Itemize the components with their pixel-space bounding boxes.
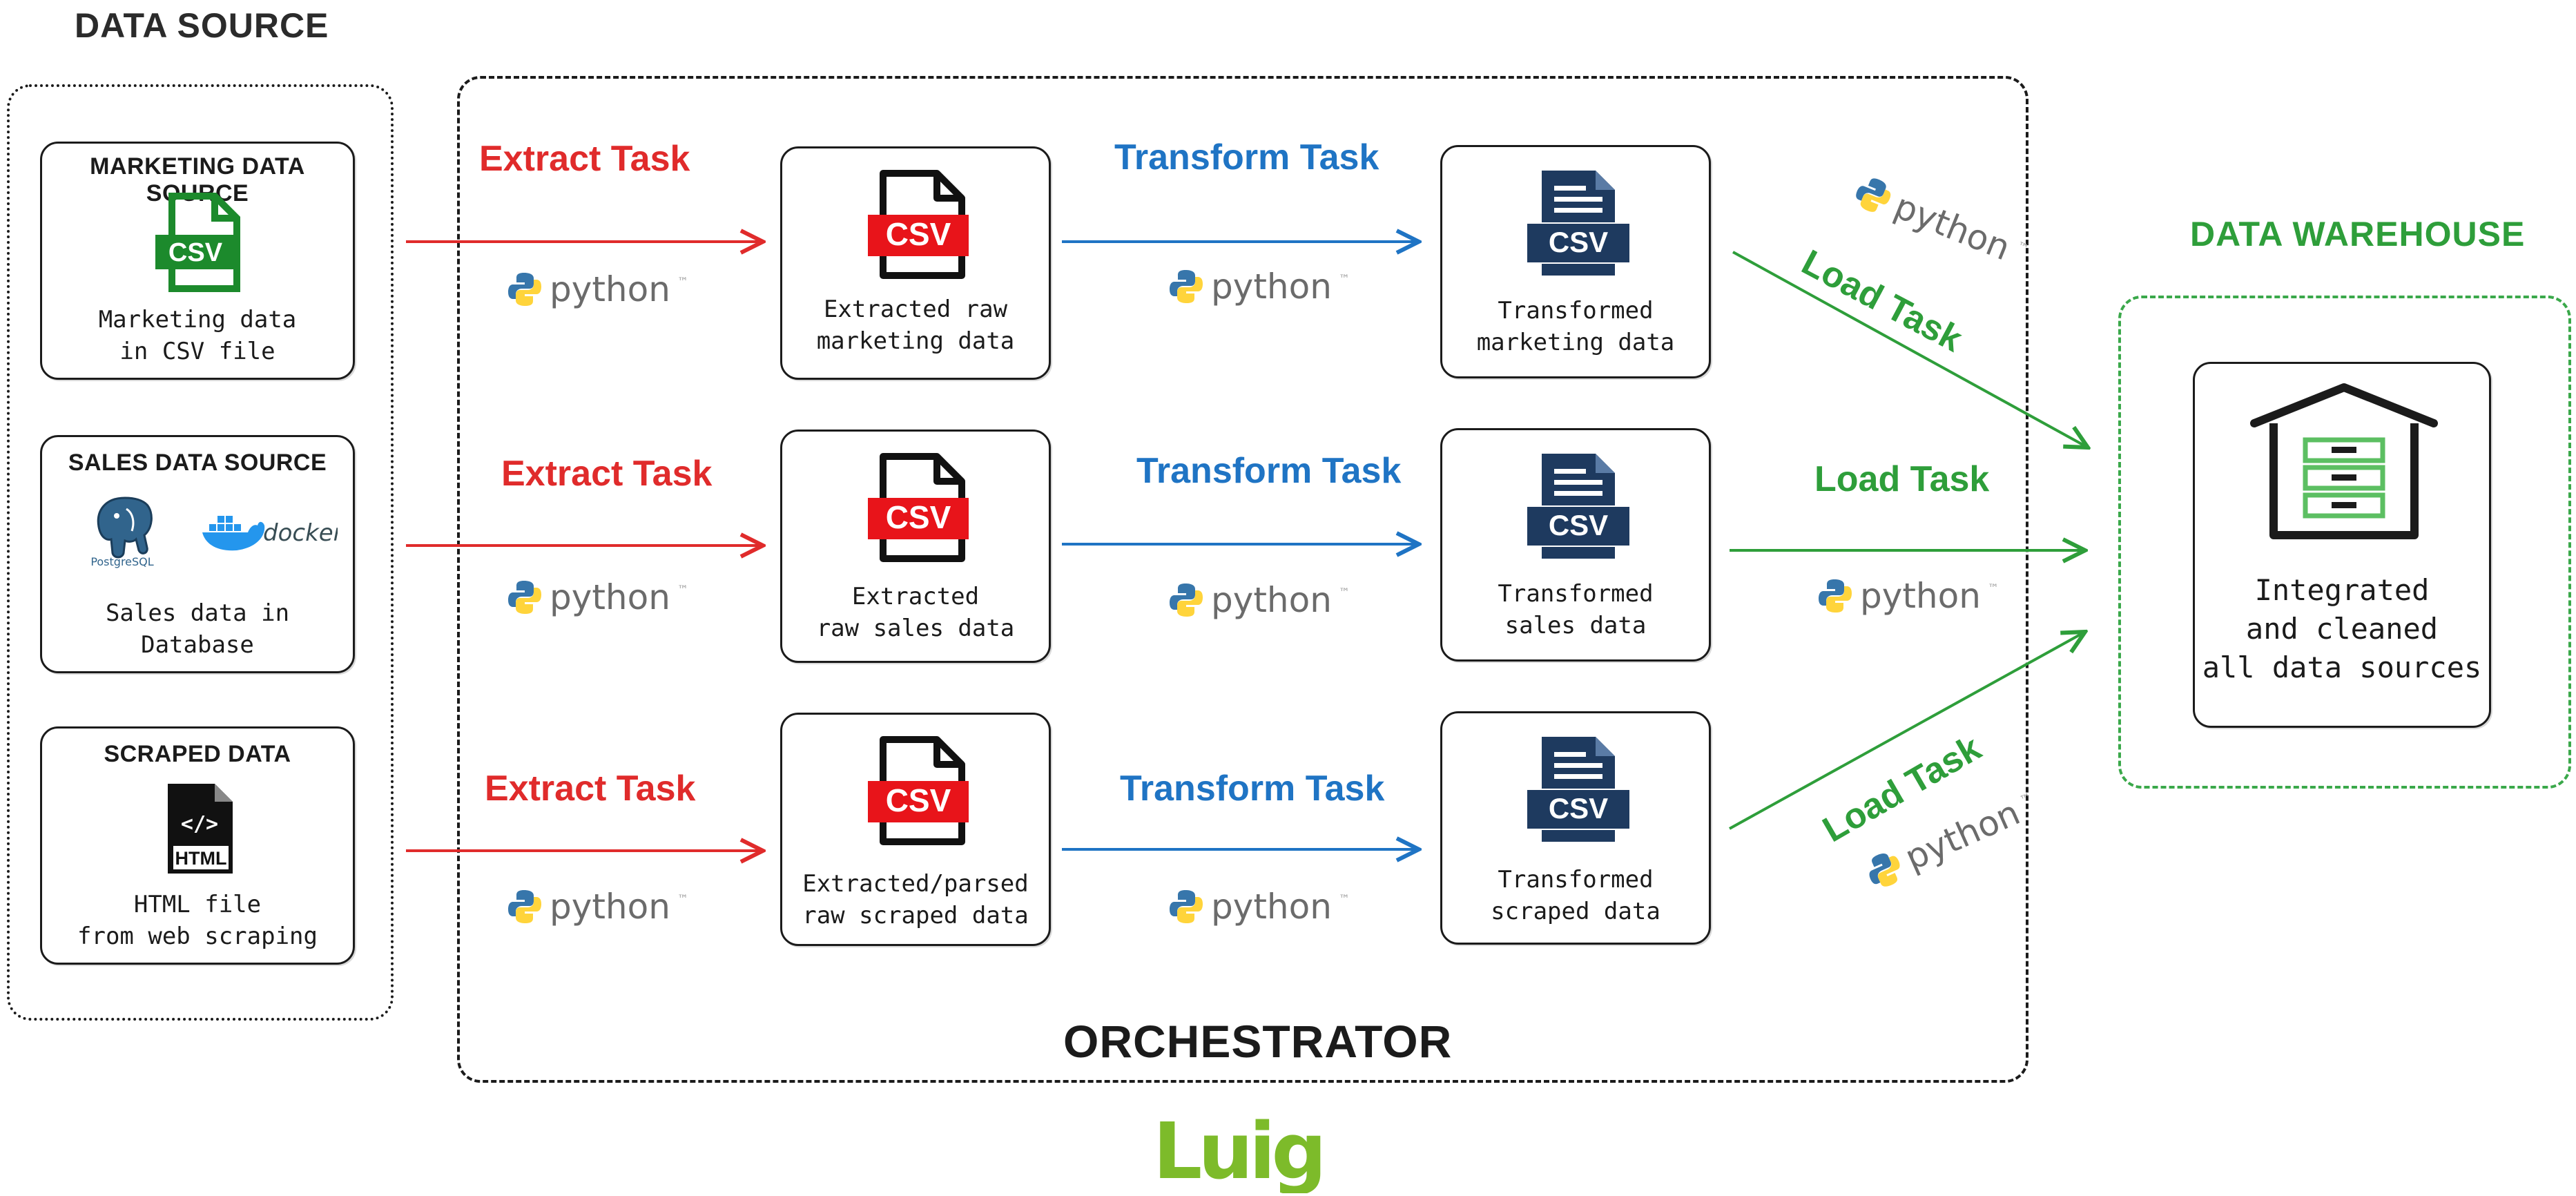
scraped-source-desc: HTML file from web scraping	[77, 891, 318, 950]
marketing-source-desc: Marketing data in CSV file	[98, 306, 297, 365]
csv-file-icon: CSV	[868, 170, 969, 279]
docker-label: docker	[263, 519, 338, 547]
html-file-icon: </> HTML	[168, 784, 233, 874]
warehouse-icon	[2250, 383, 2438, 539]
data-source-group	[7, 84, 394, 1021]
svg-text:CSV: CSV	[886, 782, 951, 818]
csv-document-icon: CSV	[1526, 737, 1631, 842]
scraped-source-title: SCRAPED DATA	[104, 741, 291, 767]
extract-task-label-scraped: Extract Task	[485, 769, 696, 809]
orchestrator-group	[457, 76, 2028, 1083]
csv-icon-label: CSV	[168, 238, 223, 267]
postgresql-label: PostgreSQL	[90, 555, 153, 568]
python-icon	[1170, 270, 1203, 303]
transform-task-label-marketing: Transform Task	[1114, 137, 1379, 177]
python-icon	[508, 890, 541, 923]
html-code-glyph: </>	[181, 812, 218, 836]
marketing-source-card: MARKETING DATA SOURCE CSV Marketing data…	[40, 142, 355, 380]
load-task-label-sales: Load Task	[1814, 459, 1990, 499]
load-arrow-scraped	[1729, 632, 2085, 830]
luigi-logo-text: Luigi	[1153, 1107, 1326, 1193]
csv-file-icon: CSV	[868, 453, 969, 562]
svg-text:CSV: CSV	[1549, 509, 1608, 541]
orchestrator-title: ORCHESTRATOR	[1063, 1016, 1453, 1067]
docker-icon: docker	[202, 516, 338, 551]
csv-file-icon: CSV	[155, 193, 240, 292]
sales-source-card: SALES DATA SOURCE PostgreSQL docker Sale…	[40, 435, 355, 673]
data-warehouse-title: DATA WAREHOUSE	[2190, 215, 2526, 253]
sales-source-desc: Sales data in Database	[105, 599, 290, 659]
extract-task-label-marketing: Extract Task	[479, 139, 690, 179]
python-icon	[508, 273, 541, 306]
load-arrow-marketing	[1732, 251, 2088, 447]
transform-task-label-sales: Transform Task	[1136, 451, 1402, 491]
extract-task-label-sales: Extract Task	[501, 454, 713, 494]
scraped-source-card: SCRAPED DATA </> HTML HTML file from web…	[40, 726, 355, 965]
data-source-title: DATA SOURCE	[75, 6, 329, 45]
python-icon	[508, 581, 541, 614]
svg-text:CSV: CSV	[886, 216, 951, 252]
python-icon	[1170, 890, 1203, 923]
sales-source-title: SALES DATA SOURCE	[68, 450, 327, 476]
python-icon	[1869, 853, 1900, 887]
csv-file-icon: CSV	[868, 736, 969, 845]
svg-text:CSV: CSV	[1549, 792, 1608, 824]
svg-text:CSV: CSV	[886, 499, 951, 535]
python-icon	[1819, 579, 1852, 613]
luigi-logo: Luigi	[1153, 1107, 1326, 1193]
data-warehouse-group	[2118, 296, 2571, 789]
csv-document-icon: CSV	[1526, 171, 1631, 276]
postgresql-icon: PostgreSQL	[90, 496, 154, 568]
transform-task-label-scraped: Transform Task	[1120, 769, 1385, 809]
csv-document-icon: CSV	[1526, 454, 1631, 559]
python-icon	[1170, 583, 1203, 617]
html-icon-label: HTML	[175, 848, 227, 869]
python-icon	[1856, 178, 1891, 212]
svg-text:CSV: CSV	[1549, 226, 1608, 258]
